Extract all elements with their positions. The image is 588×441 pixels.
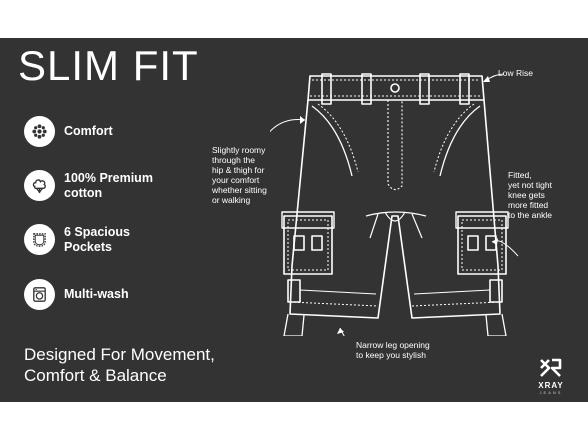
annotation-line: whether sitting [212, 185, 267, 195]
product-info-panel: SLIM FIT Comfort 100% [0, 38, 588, 402]
annotation-line: Fitted, [508, 170, 532, 180]
annotation-line: more fitted [508, 200, 549, 210]
annotation-line: to keep you stylish [356, 350, 426, 360]
feature-cotton: 100% Premium cotton [24, 170, 174, 201]
annotation-narrow: Narrow leg opening to keep you stylish [356, 340, 466, 360]
feature-multi-wash: Multi-wash [24, 279, 174, 310]
xray-logo-mark [540, 358, 562, 377]
xray-logo: XRAY JEANS [534, 358, 568, 395]
annotation-fitted: Fitted, yet not tight knee gets more fit… [508, 170, 584, 220]
feature-label: 100% Premium cotton [64, 170, 153, 200]
annotation-roomy: Slightly roomy through the hip & thigh f… [212, 145, 292, 205]
tagline-line: Designed For Movement, [24, 345, 215, 364]
tagline: Designed For Movement, Comfort & Balance [24, 344, 314, 386]
page-title: SLIM FIT [18, 42, 199, 89]
tagline-line: Comfort & Balance [24, 366, 167, 385]
annotation-line: or walking [212, 195, 251, 205]
annotation-line: knee gets [508, 190, 545, 200]
cargo-shorts-illustration [270, 73, 519, 336]
washing-machine-icon [24, 279, 55, 310]
annotation-line: through the [212, 155, 256, 165]
logo-word: XRAY [538, 381, 564, 390]
annotation-line: yet not tight [508, 180, 552, 190]
feature-label: 6 Spacious Pockets [64, 224, 130, 254]
logo-subword: JEANS [539, 390, 563, 395]
feature-pockets: 6 Spacious Pockets [24, 224, 174, 255]
annotation-low-rise: Low Rise [498, 68, 533, 78]
annotation-line: Slightly roomy [212, 145, 266, 155]
feature-comfort: Comfort [24, 116, 174, 147]
cotton-boll-icon [24, 170, 55, 201]
annotation-line: your comfort [212, 175, 260, 185]
pocket-icon [24, 224, 55, 255]
annotation-line: Narrow leg opening [356, 340, 430, 350]
feature-label: Comfort [64, 124, 113, 138]
annotation-line: to the ankle [508, 210, 552, 220]
flower-icon [24, 116, 55, 147]
feature-label: Multi-wash [64, 287, 129, 301]
annotation-line: hip & thigh for [212, 165, 265, 175]
